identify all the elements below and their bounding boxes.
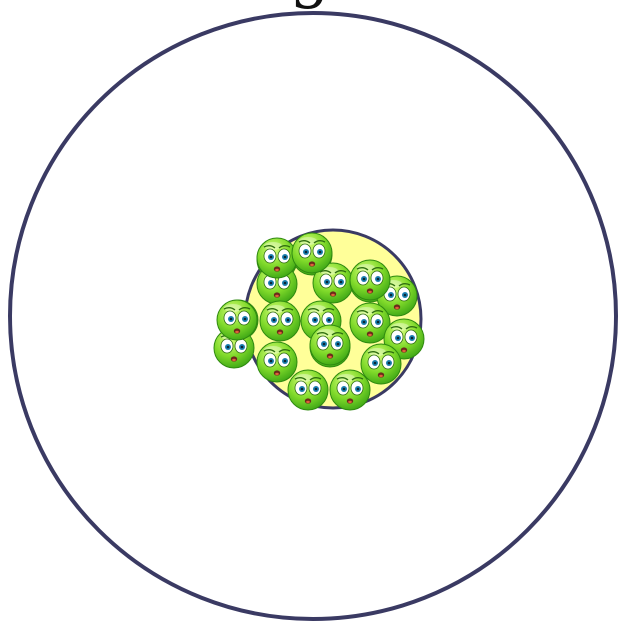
sick-green-face-icon <box>350 260 390 300</box>
sick-green-face-icon <box>217 300 257 340</box>
sick-green-face-icon <box>330 370 370 410</box>
sick-green-face-icon <box>361 344 401 384</box>
sick-green-face-icon <box>288 370 328 410</box>
sick-green-face-icon <box>292 233 332 273</box>
sick-green-face-icon <box>257 342 297 382</box>
sick-green-face-icon <box>257 238 297 278</box>
sick-green-face-icon <box>260 301 300 341</box>
sick-green-face-icon <box>310 325 350 365</box>
